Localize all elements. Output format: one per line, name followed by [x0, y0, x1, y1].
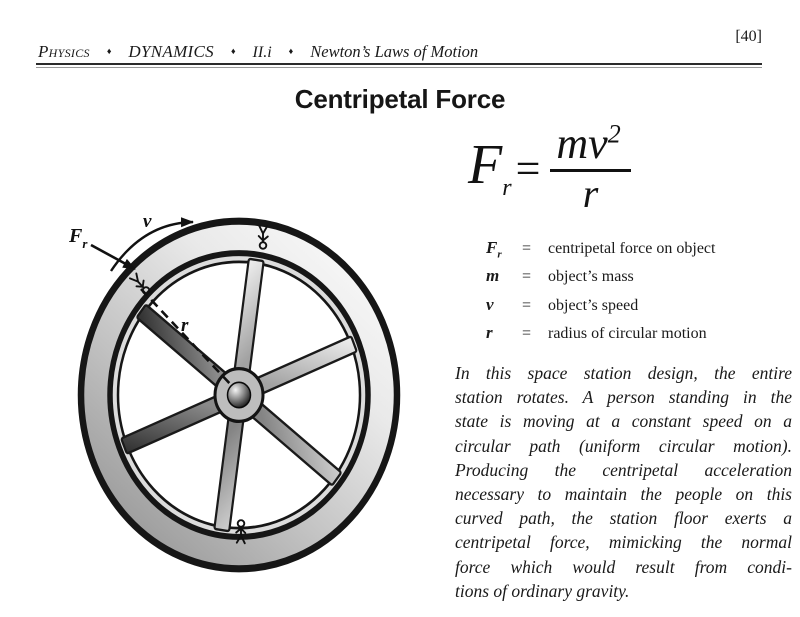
hub-ball	[226, 381, 252, 409]
diamond-separator-icon: ♦	[106, 46, 112, 56]
page-number: [40]	[735, 28, 762, 45]
force-arrow	[90, 243, 136, 271]
formula-equals: =	[515, 143, 541, 193]
header-section: DYNAMICS	[128, 42, 214, 61]
header-rule-bottom	[36, 67, 762, 68]
formula-lhs: Fr	[468, 133, 512, 201]
space-station-diagram: r v Fr	[55, 195, 435, 605]
velocity-label: v	[143, 211, 152, 232]
radius-dashed-line	[140, 288, 234, 388]
header-topic: Newton’s Laws of Motion	[310, 42, 479, 61]
header-code: II.i	[252, 44, 272, 61]
description-paragraph: In this space station design, the entire…	[455, 363, 792, 601]
station-wheel-figure: r v Fr	[68, 211, 401, 573]
page-title: Centripetal Force	[294, 84, 506, 114]
definition-row: m = object’s mass	[486, 266, 634, 286]
formula-fraction: mv2 r	[550, 120, 631, 216]
header-subject: Physics	[38, 42, 90, 61]
definition-row: Fr = centripetal force on object	[486, 238, 716, 261]
definition-row: v = object’s speed	[486, 294, 639, 314]
header-rule-top	[36, 63, 762, 65]
wheel-body	[77, 217, 401, 573]
centripetal-force-formula: Fr = mv2 r	[468, 120, 631, 216]
formula-denominator: r	[582, 170, 599, 216]
radius-label: r	[181, 315, 189, 336]
definition-row: r = radius of circular motion	[486, 323, 707, 343]
diamond-separator-icon: ♦	[288, 46, 294, 56]
page-header: Physics ♦ DYNAMICS ♦ II.i ♦ Newton’s Law…	[38, 42, 478, 62]
formula-numerator: mv2	[550, 120, 631, 172]
velocity-arrow	[110, 217, 194, 272]
variable-definitions: Fr = centripetal force on object m = obj…	[486, 237, 715, 351]
diamond-separator-icon: ♦	[230, 46, 236, 56]
force-label: Fr	[68, 225, 88, 251]
